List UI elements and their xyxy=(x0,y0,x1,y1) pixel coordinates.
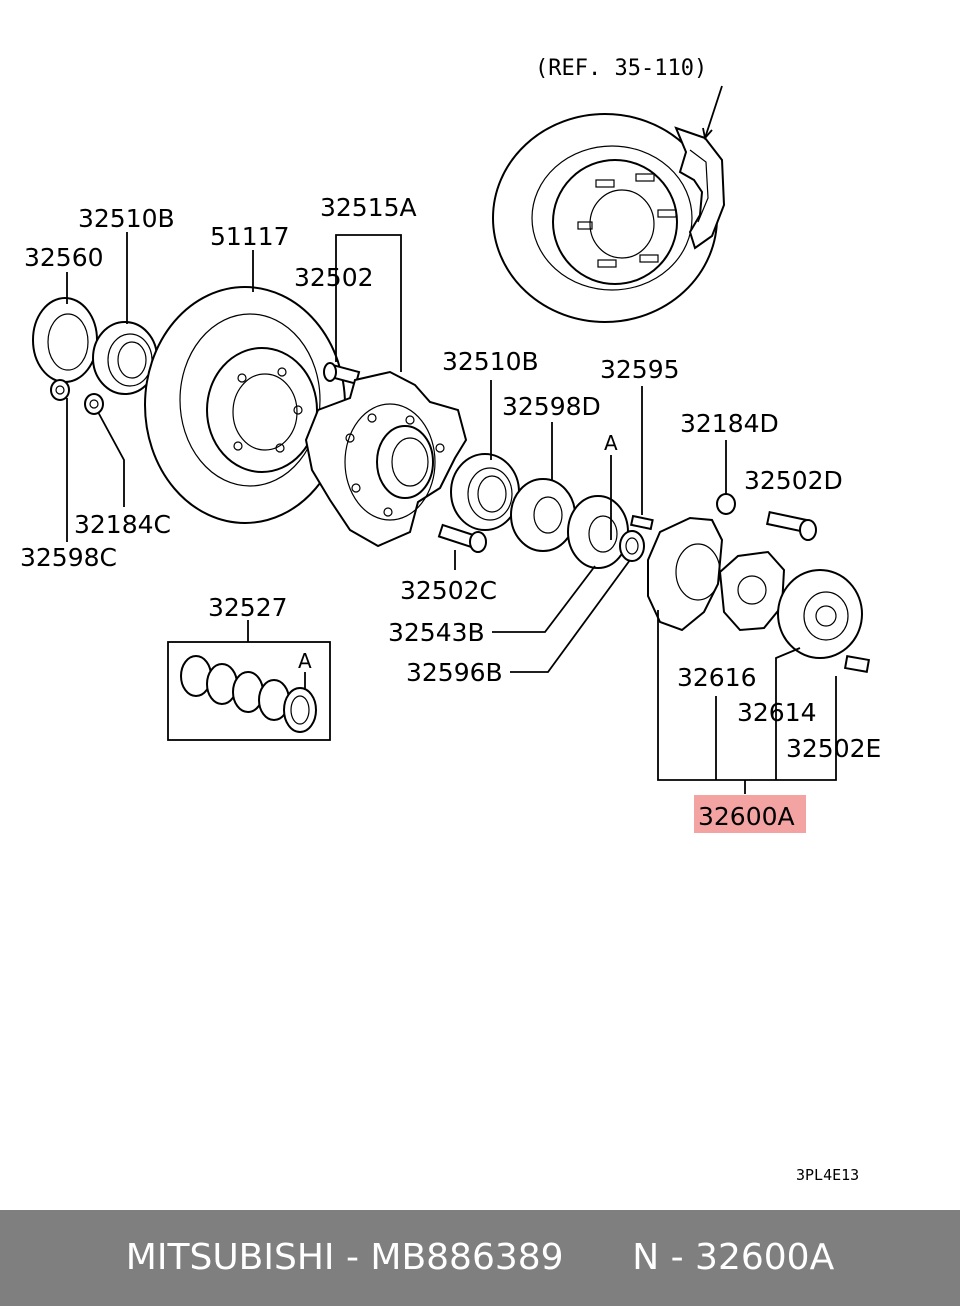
label-A-top: A xyxy=(604,431,618,455)
label-32616: 32616 xyxy=(677,663,757,692)
label-32502E: 32502E xyxy=(786,734,881,763)
ring-32543B xyxy=(567,495,629,569)
label-32184C: 32184C xyxy=(74,510,171,539)
brake-rotor-51117 xyxy=(144,286,346,524)
label-32502: 32502 xyxy=(294,263,374,292)
locking-hub-assembly xyxy=(647,516,863,659)
footer-bar: MITSUBISHI - MB886389 N - 32600A xyxy=(0,1210,960,1306)
leader-lines xyxy=(66,232,837,794)
label-32510B-top: 32510B xyxy=(78,204,175,233)
seal-kit-box-32527 xyxy=(167,620,331,741)
label-32595: 32595 xyxy=(600,355,680,384)
label-32600A: 32600A xyxy=(698,802,795,831)
bolt-32595 xyxy=(629,514,654,531)
reference-brake-disc xyxy=(492,85,726,323)
part-labels: 32510B 32560 51117 32515A 32502 32510B 3… xyxy=(20,193,881,831)
bolt-32502C xyxy=(437,523,487,553)
label-32598C: 32598C xyxy=(20,543,117,572)
label-51117: 51117 xyxy=(210,222,290,251)
highlight-32600A xyxy=(694,795,806,833)
bolt-32502E xyxy=(843,655,871,673)
footer-part-info: MITSUBISHI - MB886389 N - 32600A xyxy=(125,1237,835,1278)
label-32596B: 32596B xyxy=(406,658,503,687)
nut-32184C xyxy=(84,393,104,415)
label-32598D: 32598D xyxy=(502,392,601,421)
label-32510B-mid: 32510B xyxy=(442,347,539,376)
bolt-32502 xyxy=(323,362,361,385)
label-32614: 32614 xyxy=(737,698,817,727)
label-32543B: 32543B xyxy=(388,618,485,647)
bearing-32510B-mid xyxy=(450,453,520,531)
ring-32596B xyxy=(619,530,645,562)
spacer-32598D xyxy=(510,478,576,552)
nut-32184D xyxy=(716,493,736,515)
label-32184D: 32184D xyxy=(680,409,779,438)
label-32515A: 32515A xyxy=(320,193,417,222)
label-A-box: A xyxy=(298,649,312,673)
label-32502D: 32502D xyxy=(744,466,843,495)
ref-note: (REF. 35-110) xyxy=(535,56,707,81)
diagram-code: 3PL4E13 xyxy=(796,1166,859,1184)
nut-32598C xyxy=(50,379,70,401)
bolt-32502D xyxy=(765,510,817,541)
label-32560: 32560 xyxy=(24,243,104,272)
seal-32560 xyxy=(32,297,98,383)
label-32502C: 32502C xyxy=(400,576,497,605)
exploded-parts-diagram: (REF. 35-110) xyxy=(20,56,881,1184)
label-32527: 32527 xyxy=(208,593,288,622)
hub-32515A xyxy=(304,370,468,548)
